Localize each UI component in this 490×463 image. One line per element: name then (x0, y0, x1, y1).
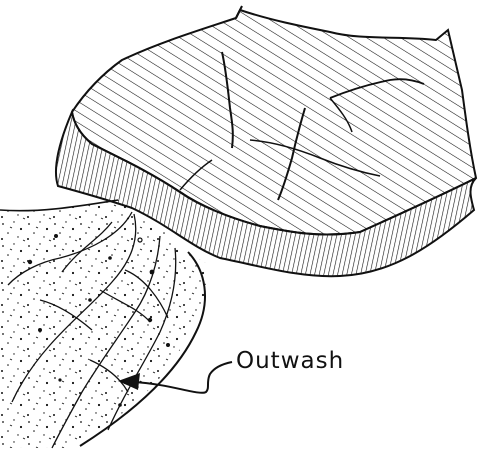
outwash-plain (0, 200, 206, 448)
outwash-label: Outwash (236, 348, 344, 374)
